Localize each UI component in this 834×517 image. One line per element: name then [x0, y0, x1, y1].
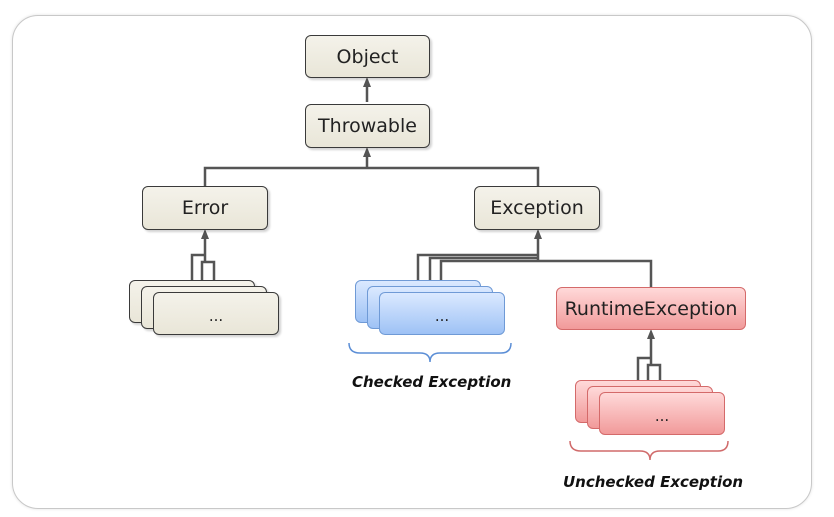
edge-exception-throwable: [367, 166, 540, 186]
unchecked-brace: [569, 440, 729, 461]
error-subclass-card-front: ...: [153, 292, 279, 335]
unchecked-subclass-card-front: ...: [599, 392, 725, 435]
edge-checked-subclasses: [416, 253, 538, 283]
node-throwable: Throwable: [305, 104, 430, 148]
edge-unchecked-subclasses: [636, 356, 651, 383]
node-object: Object: [305, 35, 430, 78]
unchecked-exception-caption: Unchecked Exception: [563, 473, 744, 491]
node-exception: Exception: [474, 186, 600, 230]
edge-runtime-exception: [538, 259, 653, 287]
checked-exception-caption: Checked Exception: [352, 373, 512, 391]
edge-error-subclasses: [190, 253, 205, 283]
node-runtime-exception: RuntimeException: [556, 287, 746, 330]
node-error: Error: [142, 186, 268, 230]
edge-error-throwable: [203, 166, 367, 186]
checked-brace: [348, 342, 512, 363]
checked-subclass-card-front: ...: [379, 292, 505, 335]
